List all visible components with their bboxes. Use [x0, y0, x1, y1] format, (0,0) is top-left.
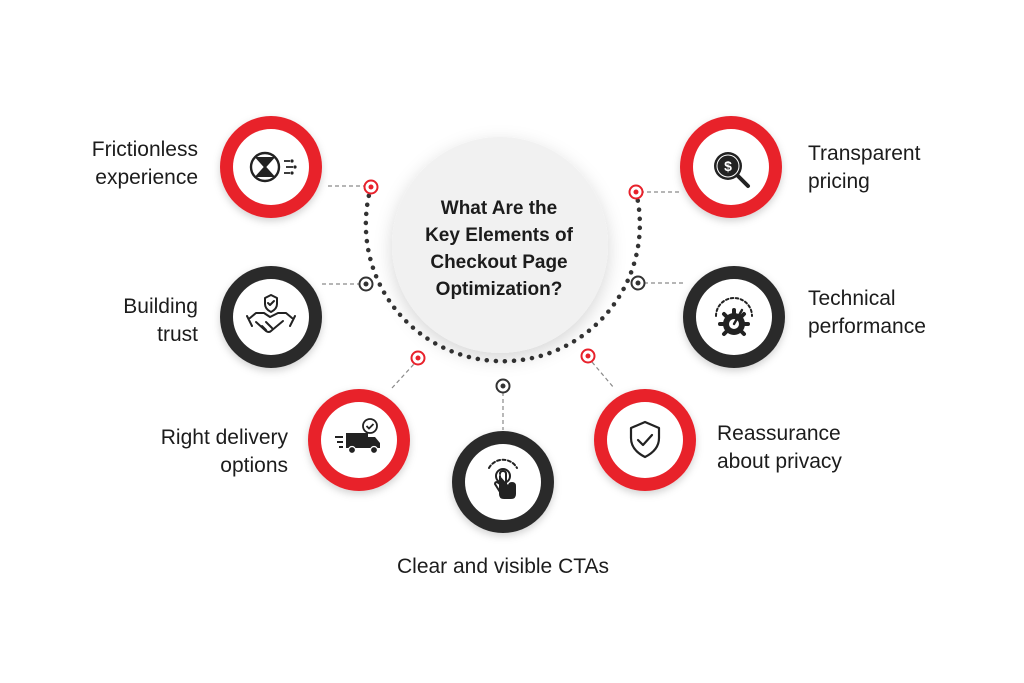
- label-building-trust-line-2: trust: [157, 323, 198, 346]
- label-delivery-line-2: options: [220, 454, 288, 477]
- label-privacy-line-2: about privacy: [717, 450, 842, 473]
- tap-finger-icon: [488, 458, 518, 499]
- privacy-circle: [594, 389, 696, 491]
- handshake-icon: [246, 294, 296, 333]
- label-frictionless-line-1: Frictionless: [91, 138, 198, 161]
- connector-lines: [322, 185, 684, 430]
- label-delivery-line-1: Right delivery: [160, 426, 288, 449]
- title-line-3: Checkout Page: [430, 252, 568, 273]
- node-marker-privacy: [580, 348, 596, 364]
- node-markers: [358, 179, 646, 394]
- title-line-4: Optimization?: [435, 279, 563, 300]
- label-privacy-line-1: Reassurance: [717, 422, 841, 445]
- node-marker-pricing: [628, 184, 644, 200]
- node-marker-ctas: [495, 378, 511, 394]
- ctas-circle: [452, 431, 554, 533]
- label-frictionless-line-2: experience: [95, 166, 198, 189]
- label-performance: Technical performance: [808, 285, 978, 341]
- dollar-magnifier-icon: $: [714, 152, 750, 188]
- node-marker-delivery: [410, 350, 426, 366]
- label-building-trust: Building trust: [80, 293, 198, 349]
- title-line-1: What Are the: [440, 198, 558, 219]
- pricing-circle: $: [680, 116, 782, 218]
- performance-circle: [683, 266, 785, 368]
- label-building-trust-line-1: Building: [123, 295, 198, 318]
- diagram-title: What Are the Key Elements of Checkout Pa…: [400, 195, 598, 303]
- friction-gauge-icon: [249, 151, 297, 183]
- node-marker-frictionless: [363, 179, 379, 195]
- node-marker-building-trust: [358, 276, 374, 292]
- label-performance-line-1: Technical: [808, 287, 896, 310]
- node-marker-performance: [630, 275, 646, 291]
- title-line-2: Key Elements of: [425, 225, 573, 246]
- label-privacy: Reassurance about privacy: [717, 420, 887, 476]
- speedometer-gear-icon: [715, 297, 753, 336]
- shield-check-icon: [629, 420, 661, 459]
- building-trust-circle: [220, 266, 322, 368]
- label-pricing-line-1: Transparent: [808, 142, 921, 165]
- delivery-circle: [308, 389, 410, 491]
- label-performance-line-2: performance: [808, 315, 926, 338]
- label-delivery: Right delivery options: [120, 424, 288, 480]
- label-ctas: Clear and visible CTAs: [363, 553, 643, 581]
- label-frictionless: Frictionless experience: [60, 136, 198, 192]
- center-hub: [392, 137, 608, 353]
- svg-text:$: $: [724, 158, 732, 174]
- delivery-truck-icon: [335, 418, 380, 455]
- label-pricing-line-2: pricing: [808, 170, 870, 193]
- frictionless-circle: [220, 116, 322, 218]
- label-ctas-line-1: Clear and visible CTAs: [396, 555, 610, 578]
- label-pricing: Transparent pricing: [808, 140, 978, 196]
